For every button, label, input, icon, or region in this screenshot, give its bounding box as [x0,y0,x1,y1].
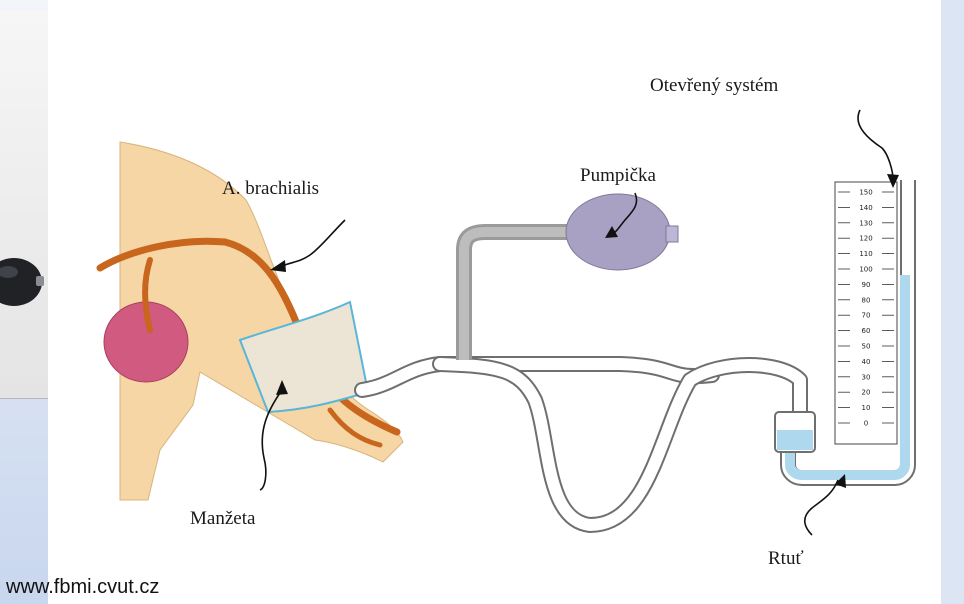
scale-tick-label: 10 [862,404,871,412]
scale-tick-label: 50 [862,343,871,351]
scale-tick-label: 100 [859,266,872,274]
label-open-system: Otevřený systém [650,75,778,97]
label-artery: A. brachialis [222,178,319,200]
scale-tick-label: 80 [862,296,871,304]
label-cuff: Manžeta [190,508,255,530]
scale-tick-label: 60 [862,327,871,335]
scale-tick-label: 140 [859,204,872,212]
scale-tick-label: 110 [859,250,872,258]
pump-tube [464,232,575,360]
scale-tick-label: 0 [864,420,868,428]
scale-tick-label: 130 [859,219,872,227]
scale-tick-label: 90 [862,281,871,289]
pump-valve [666,226,678,242]
pump-bulb [566,194,670,270]
scale-tick-label: 40 [862,358,871,366]
scale-tick-label: 150 [859,189,872,197]
label-pump: Pumpička [580,165,656,187]
scale-tick-label: 120 [859,235,872,243]
scale-tick-label: 20 [862,389,871,397]
scale-tick-label: 30 [862,373,871,381]
label-mercury: Rtuť [768,548,804,570]
source-url: www.fbmi.cvut.cz [6,576,159,599]
scale-tick-label: 70 [862,312,871,320]
rubber-tubing [362,364,800,525]
